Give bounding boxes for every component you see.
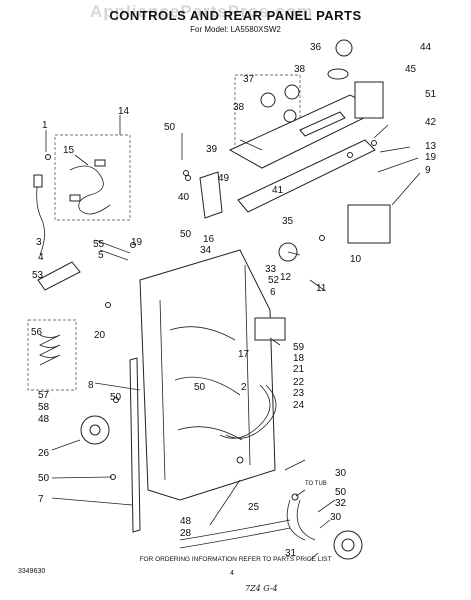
- callout-19b: 19: [131, 237, 143, 248]
- callout-39: 39: [206, 144, 218, 155]
- callout-50e: 50: [38, 473, 50, 484]
- callout-37: 37: [243, 74, 255, 85]
- callout-4: 4: [38, 252, 44, 263]
- callout-2: 2: [241, 382, 247, 393]
- ordering-note: FOR ORDERING INFORMATION REFER TO PARTS …: [139, 556, 332, 563]
- callout-15: 15: [63, 145, 75, 156]
- knob: [260, 92, 276, 108]
- side-strip: [129, 357, 141, 533]
- callout-25: 25: [248, 502, 260, 513]
- callout-41: 41: [272, 185, 284, 196]
- pump-hose: [286, 499, 306, 541]
- callout-30b: 30: [330, 512, 342, 523]
- callout-52: 52: [268, 275, 280, 286]
- callout-36: 36: [310, 42, 322, 53]
- callout-57: 57: [38, 390, 50, 401]
- callout-44: 44: [420, 42, 432, 53]
- callout-50: 50: [164, 122, 176, 133]
- wiring-harness: [69, 165, 111, 215]
- callout-56: 56: [31, 327, 43, 338]
- callout-53: 53: [32, 270, 44, 281]
- leader-lines: [45, 115, 421, 561]
- callout-16: 16: [203, 234, 215, 245]
- callout-59: 59: [293, 342, 305, 353]
- callout-48: 48: [38, 414, 50, 425]
- callout-35: 35: [282, 216, 294, 227]
- callout-42: 42: [425, 117, 437, 128]
- callout-45: 45: [405, 64, 417, 75]
- callout-24: 24: [293, 400, 305, 411]
- diagram-title: CONTROLS AND REAR PANEL PARTS: [109, 8, 362, 23]
- document-number: 3349630: [18, 568, 46, 575]
- dial: [327, 68, 349, 80]
- timer: [354, 81, 384, 119]
- callout-9: 9: [425, 165, 431, 176]
- callout-49: 49: [218, 173, 230, 184]
- callout-20: 20: [94, 330, 106, 341]
- bracket: [199, 171, 223, 219]
- fill-hose: [219, 384, 271, 439]
- callout-10: 10: [350, 254, 362, 265]
- callout-48b: 48: [180, 516, 192, 527]
- callout-31: 31: [285, 548, 297, 559]
- timer-knob: [335, 39, 353, 57]
- callout-28: 28: [180, 528, 192, 539]
- callout-6: 6: [270, 287, 276, 298]
- callout-38b: 38: [294, 64, 306, 75]
- water-valve: [254, 317, 286, 341]
- callout-17: 17: [238, 349, 250, 360]
- rear-panel: [139, 249, 276, 501]
- callout-33: 33: [265, 264, 277, 275]
- knob: [283, 109, 297, 123]
- drain-hose: [179, 519, 291, 541]
- callout-7: 7: [38, 494, 44, 505]
- cover-plate: [37, 261, 81, 291]
- wiring-harness-box: [54, 134, 131, 221]
- console-back-panel: [237, 139, 376, 213]
- callout-8: 8: [88, 380, 94, 391]
- console-slot: [299, 111, 346, 137]
- page-number: 4: [230, 570, 234, 577]
- knob: [284, 84, 300, 100]
- callout-34: 34: [200, 245, 212, 256]
- callout-labels: 1 14 15 50 40 39 37 38 36 38 44 45 51 42…: [31, 42, 437, 559]
- hose-kit-box: [27, 319, 77, 391]
- callout-21: 21: [293, 364, 305, 375]
- callout-23: 23: [293, 388, 305, 399]
- handwritten-code: 7Z4 G-4: [245, 584, 278, 593]
- callout-40: 40: [178, 192, 190, 203]
- hose-coil: [39, 334, 61, 366]
- callout-18: 18: [293, 353, 305, 364]
- note-to-tub: TO TUB: [305, 481, 327, 487]
- callout-5: 5: [98, 250, 104, 261]
- callout-50b: 50: [180, 229, 192, 240]
- callout-13: 13: [425, 141, 437, 152]
- callout-11: 11: [316, 283, 327, 294]
- callout-26: 26: [38, 448, 50, 459]
- callout-12: 12: [280, 272, 292, 283]
- callout-50c: 50: [194, 382, 206, 393]
- callout-32: 32: [335, 498, 347, 509]
- callout-58: 58: [38, 402, 50, 413]
- power-cord: [36, 179, 45, 256]
- callout-30: 30: [335, 468, 347, 479]
- callout-14: 14: [118, 106, 130, 117]
- callout-38: 38: [233, 102, 245, 113]
- water-level-switch: [347, 204, 391, 244]
- callout-51: 51: [425, 89, 437, 100]
- callout-55: 55: [93, 239, 105, 250]
- model-subtitle: For Model: LA5580XSW2: [190, 25, 281, 34]
- callout-3: 3: [36, 237, 42, 248]
- callout-19: 19: [425, 152, 437, 163]
- callout-50f: 50: [335, 487, 347, 498]
- watermark: AppliancePartsPros.com: [90, 2, 314, 21]
- callout-22: 22: [293, 377, 305, 388]
- callout-50d: 50: [110, 392, 122, 403]
- callout-1: 1: [42, 120, 48, 131]
